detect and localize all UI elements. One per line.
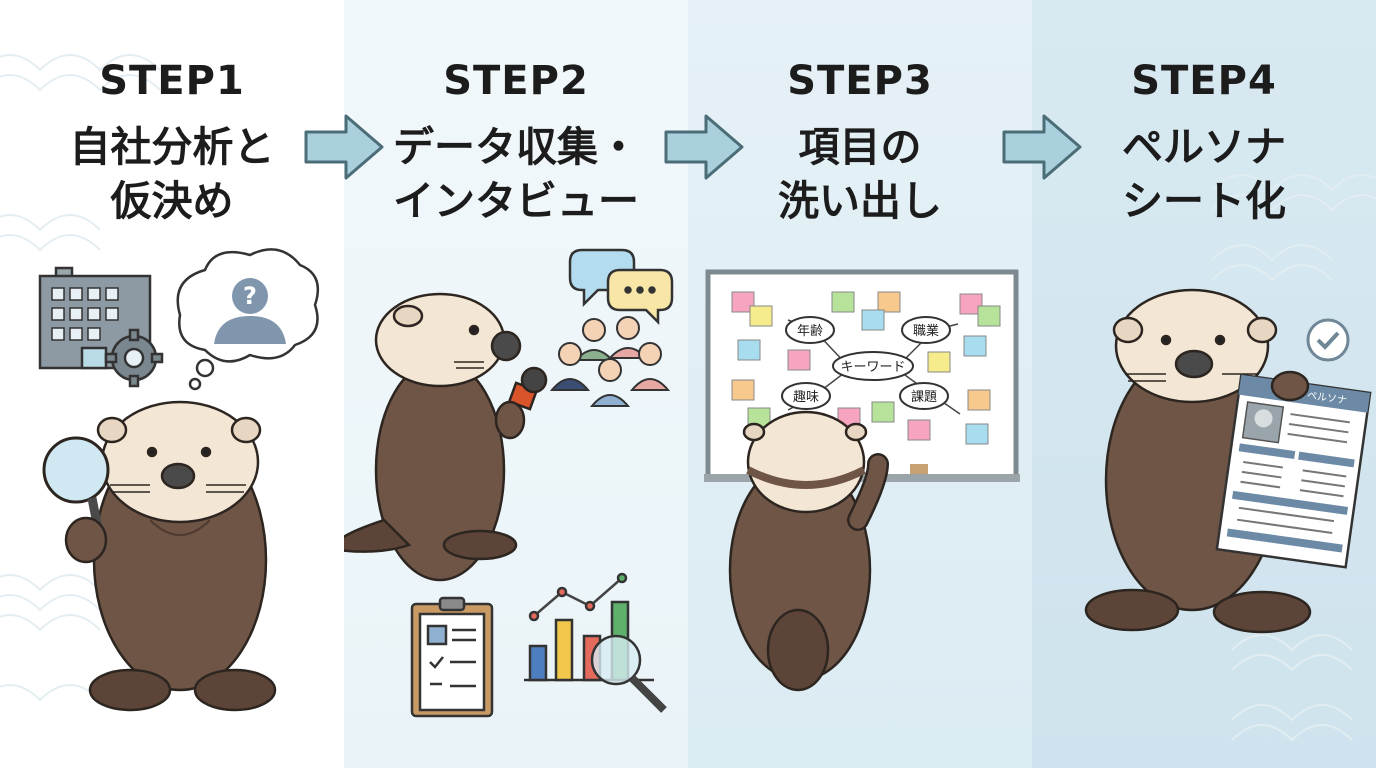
otter-character — [88, 400, 277, 712]
svg-text:?: ? — [243, 282, 257, 310]
microphone-icon — [494, 366, 548, 440]
step-title: データ収集・ インタビュー — [344, 120, 688, 228]
step-label: STEP2 — [443, 58, 589, 104]
step-panel-3: STEP3 項目の 洗い出し — [688, 0, 1032, 768]
step1-illustration: ? — [38, 248, 320, 712]
bar-chart-icon — [524, 572, 667, 713]
step4-illustration: ペルソナ — [1084, 288, 1372, 634]
arrow-right-icon — [304, 114, 384, 180]
step-title-line: 自社分析と — [69, 123, 275, 171]
people-group-icon — [549, 316, 671, 407]
step-panel-1: STEP1 自社分析と 仮決め — [0, 0, 344, 768]
clipboard-icon — [410, 596, 494, 718]
step-title-line: 仮決め — [110, 177, 234, 225]
step-title: 自社分析と 仮決め — [0, 120, 344, 228]
step-title: 項目の 洗い出し — [688, 120, 1032, 228]
mindmap-node: 年齢 — [797, 324, 823, 339]
step-label: STEP1 — [99, 58, 245, 104]
magnifier-icon — [42, 436, 110, 564]
step-title-line: 洗い出し — [778, 177, 942, 225]
step-label: STEP4 — [1131, 58, 1277, 104]
speech-bubbles-icon — [568, 248, 674, 326]
mindmap-node: 課題 — [911, 389, 937, 405]
arrow-right-icon — [664, 114, 744, 180]
mindmap-center-keyword: キーワード — [840, 360, 905, 375]
step-title: ペルソナ シート化 — [1032, 120, 1376, 228]
mindmap-node: 趣味 — [793, 390, 819, 405]
checkmark-icon — [1306, 318, 1350, 362]
step3-illustration: キーワード 年齢 職業 趣味 課題 — [704, 269, 1020, 692]
persona-sheet-header: ペルソナ — [1306, 389, 1347, 406]
step-label: STEP3 — [787, 58, 933, 104]
mindmap-nodes — [781, 316, 951, 410]
step-title-line: ペルソナ — [1122, 123, 1286, 171]
building-gear-icon — [38, 266, 164, 388]
otter-character — [728, 410, 889, 692]
persona-sheet: ペルソナ — [1215, 373, 1372, 569]
step2-illustration — [344, 248, 674, 718]
arrow-right-icon — [1002, 114, 1082, 180]
step-panel-4: STEP4 ペルソナ シート化 ペルソナ — [1032, 0, 1376, 768]
otter-paw — [1270, 370, 1310, 402]
step-title-line: データ収集・ — [393, 123, 639, 171]
step-title-line: 項目の — [798, 123, 922, 171]
step-title-line: シート化 — [1122, 177, 1286, 225]
mindmap-node: 職業 — [913, 323, 939, 339]
thought-bubble-person-icon: ? — [176, 248, 320, 391]
step-title-line: インタビュー — [393, 177, 639, 225]
step-panel-2: STEP2 データ収集・ インタビュー — [344, 0, 688, 768]
otter-character — [344, 292, 522, 582]
